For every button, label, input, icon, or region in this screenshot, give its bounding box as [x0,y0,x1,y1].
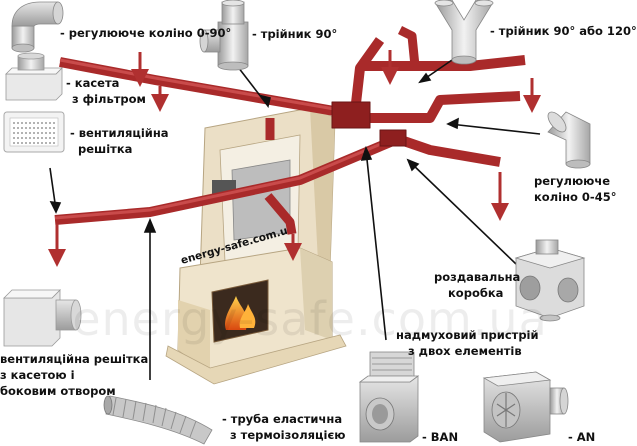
label-vent-grille-side-3: боковим отвором [0,384,116,398]
distribution-box-icon [514,239,586,322]
label-blower-1: надмуховий пристрій [396,328,539,342]
label-cassette-filter-1: - касета [66,76,120,90]
label-tee-90: - трійник 90° [252,27,338,41]
label-flex-pipe-2: з термоізоляцією [230,428,346,442]
label-vent-grille-side-2: з касетою і [0,368,75,382]
label-blower-2: з двох елементів [408,344,522,358]
label-flex-pipe-1: - труба еластична [222,412,343,426]
pointer-arrows [49,53,541,380]
label-ban: - BAN [422,430,459,444]
tee-90-icon [199,0,249,71]
label-tee-90-120: - трійник 90° або 120° [490,24,637,38]
label-distribution-box-2: коробка [448,286,504,300]
label-cassette-filter-2: з фільтром [72,92,146,106]
watermark-text: energy-safe.com.ua [72,292,548,346]
duct-network [54,25,526,235]
vent-grille-side-icon [3,289,82,347]
label-elbow-0-45-1: регулююче [534,174,611,188]
blower-ban-icon [358,351,420,443]
ventilation-grille-icon [3,111,65,153]
flexible-pipe-icon [103,395,213,445]
cassette-filter-icon [5,52,63,101]
label-an: - AN [568,430,596,444]
adjustable-elbow-0-45-icon [547,111,591,169]
adjustable-elbow-0-90-icon [11,1,64,53]
label-vent-grille-2: решітка [78,142,133,156]
tee-90-120-icon [434,0,494,65]
label-distribution-box-1: роздавальна [434,270,521,284]
outlet-arrows [48,50,541,267]
label-vent-grille-1: - вентиляційна [70,126,169,140]
label-adjustable-elbow-0-90: - регулююче коліно 0-90° [60,26,232,40]
ventilation-diagram: energy-safe.com.ua [3,0,591,445]
label-vent-grille-side-1: вентиляційна решітка [0,352,149,366]
label-elbow-0-45-2: коліно 0-45° [534,190,617,204]
blower-an-icon [482,371,569,443]
